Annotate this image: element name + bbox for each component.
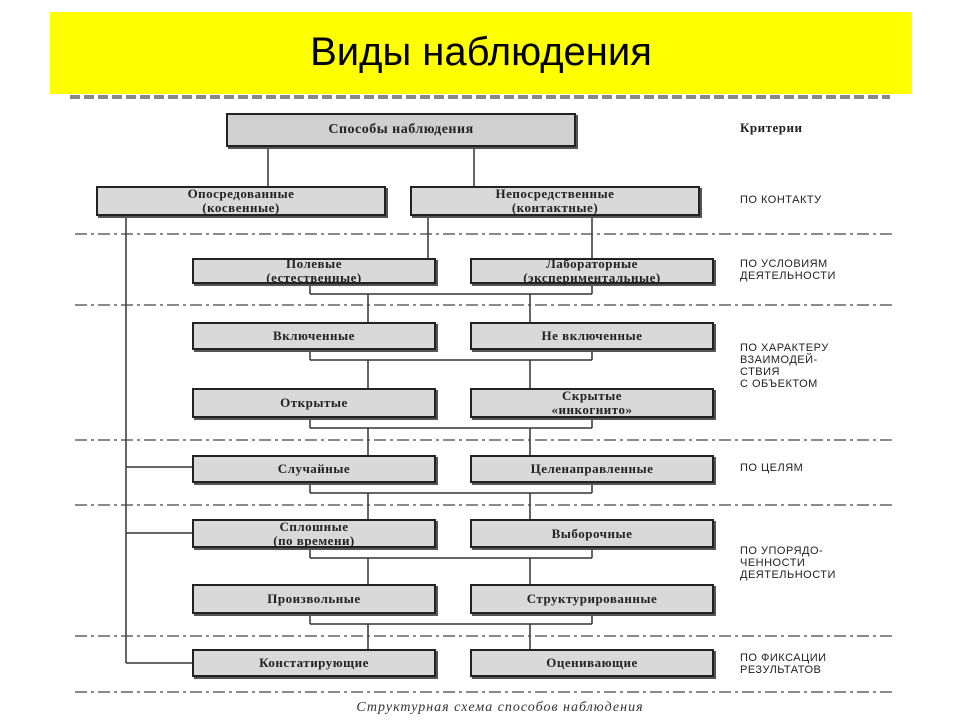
not-included-box: Не включенные xyxy=(470,322,714,350)
page-title: Виды наблюдения xyxy=(310,30,652,74)
criterion-goals: ПО ЦЕЛЯМ xyxy=(740,462,804,474)
scan-artifact-line xyxy=(70,95,890,99)
hidden-box: Скрытые«инкогнито» xyxy=(470,388,714,418)
row-bus-4 xyxy=(309,483,593,519)
tree-connectors xyxy=(125,147,593,664)
selective-box: Выборочные xyxy=(470,519,714,548)
row-bus-6 xyxy=(309,614,593,649)
indirect-box: Опосредованные(косвенные) xyxy=(96,186,386,216)
arbitrary-box: Произвольные xyxy=(192,584,436,614)
targeted-box: Целенаправленные xyxy=(470,455,714,483)
row-bus-2 xyxy=(309,350,593,388)
evaluating-box: Оценивающие xyxy=(470,649,714,677)
random-box: Случайные xyxy=(192,455,436,483)
structured-box: Структурированные xyxy=(470,584,714,614)
stating-box: Констатирующие xyxy=(192,649,436,677)
criteria-header: Критерии xyxy=(740,120,803,135)
root-box: Способы наблюдения xyxy=(226,113,576,147)
included-box: Включенные xyxy=(192,322,436,350)
direct-box: Непосредственные(контактные) xyxy=(410,186,700,216)
criteria-separators xyxy=(75,233,895,693)
row-bus-3 xyxy=(309,418,593,455)
title-banner: Виды наблюдения xyxy=(50,12,912,94)
figure-caption: Структурная схема способов наблюдения xyxy=(356,700,644,715)
continuous-box: Сплошные(по времени) xyxy=(192,519,436,548)
field-box: Полевые(естественные) xyxy=(192,257,436,285)
row-bus-1 xyxy=(309,284,593,322)
criterion-contact: ПО КОНТАКТУ xyxy=(740,194,822,206)
open-box: Открытые xyxy=(192,388,436,418)
lab-box: Лабораторные(экспериментальные) xyxy=(470,257,714,285)
row-bus-5 xyxy=(309,548,593,584)
